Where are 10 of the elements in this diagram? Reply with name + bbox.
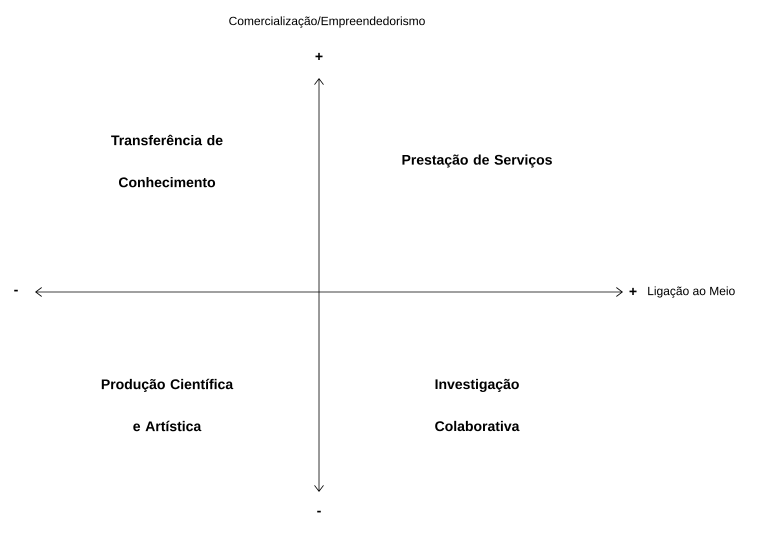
quadrant-label: Investigação Colaborativa [435,378,520,432]
axis-sign: + [630,288,637,295]
axis-title: Comercialização/Empreendedorismo [229,16,425,28]
quadrant-label: Transferência de Conhecimento [111,134,223,188]
axis-sign: - [317,510,321,512]
axis-title: Ligação ao Meio [648,286,735,298]
axis-sign: + [316,52,323,60]
axis-sign: - [14,290,18,292]
quadrant-label: Prestação de Serviços [402,154,552,168]
quadrant-label: Produção Científica e Artística [102,378,234,432]
